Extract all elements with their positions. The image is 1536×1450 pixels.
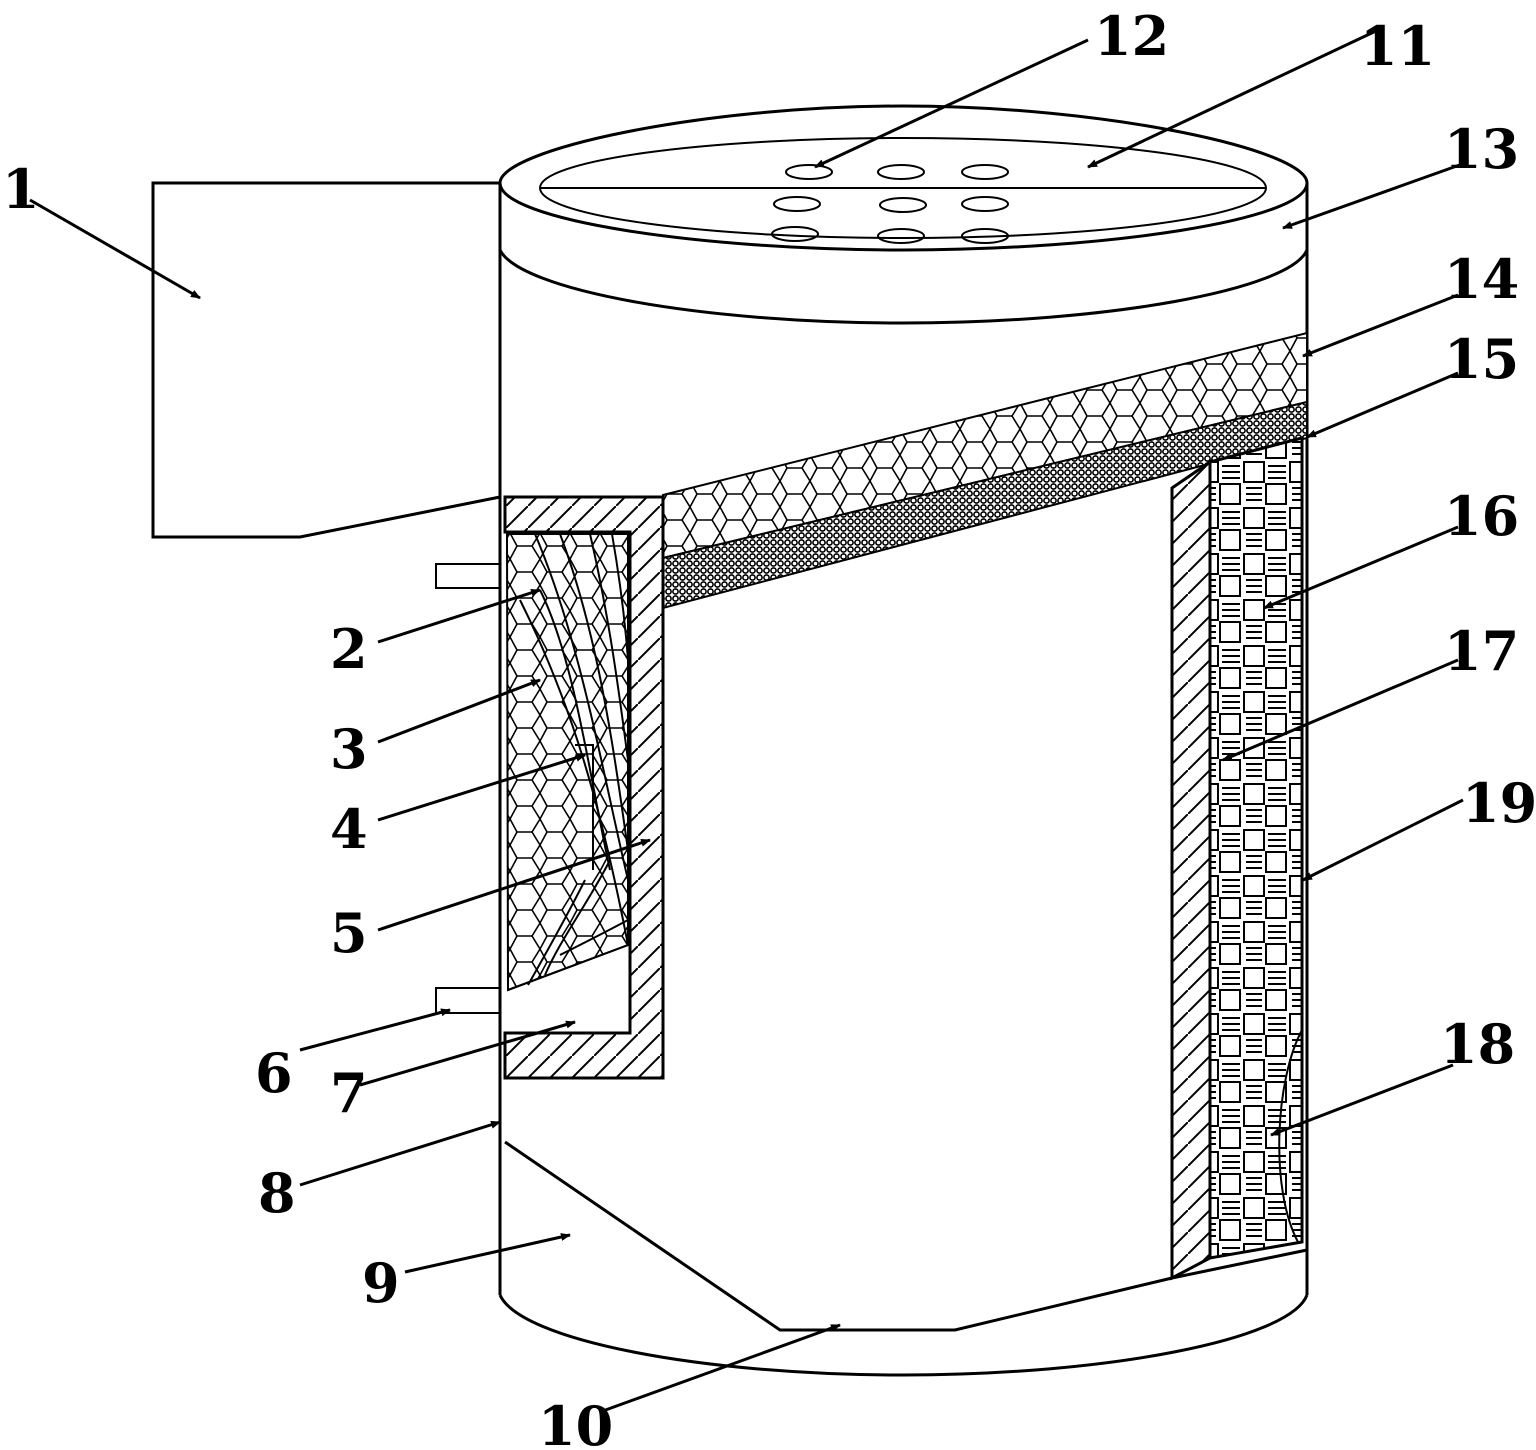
number-labels: 1 2 3 4 5 6 7 8 9 10 11 12 13 14 15 16 1… (2, 4, 1536, 1450)
label-9: 9 (362, 1251, 400, 1315)
leader-lines (29, 28, 1469, 1414)
label-6: 6 (255, 1041, 293, 1105)
bottom-edges (504, 1140, 1308, 1332)
label-10: 10 (538, 1394, 613, 1450)
label-2: 2 (330, 617, 368, 681)
label-8: 8 (258, 1161, 296, 1225)
top-lid (539, 137, 1267, 244)
label-14: 14 (1444, 247, 1519, 311)
left-module (435, 495, 665, 1080)
label-1: 1 (2, 157, 40, 221)
label-16: 16 (1444, 484, 1519, 548)
component-1-box (151, 181, 501, 539)
label-5: 5 (330, 901, 368, 965)
label-7: 7 (330, 1061, 368, 1125)
label-4: 4 (330, 797, 368, 861)
label-13: 13 (1444, 117, 1519, 181)
label-19: 19 (1462, 771, 1536, 835)
label-17: 17 (1444, 619, 1519, 683)
label-11: 11 (1360, 14, 1435, 78)
label-3: 3 (330, 717, 368, 781)
right-wall (1170, 436, 1304, 1281)
label-18: 18 (1440, 1012, 1515, 1076)
label-12: 12 (1094, 4, 1169, 68)
label-15: 15 (1444, 327, 1519, 391)
